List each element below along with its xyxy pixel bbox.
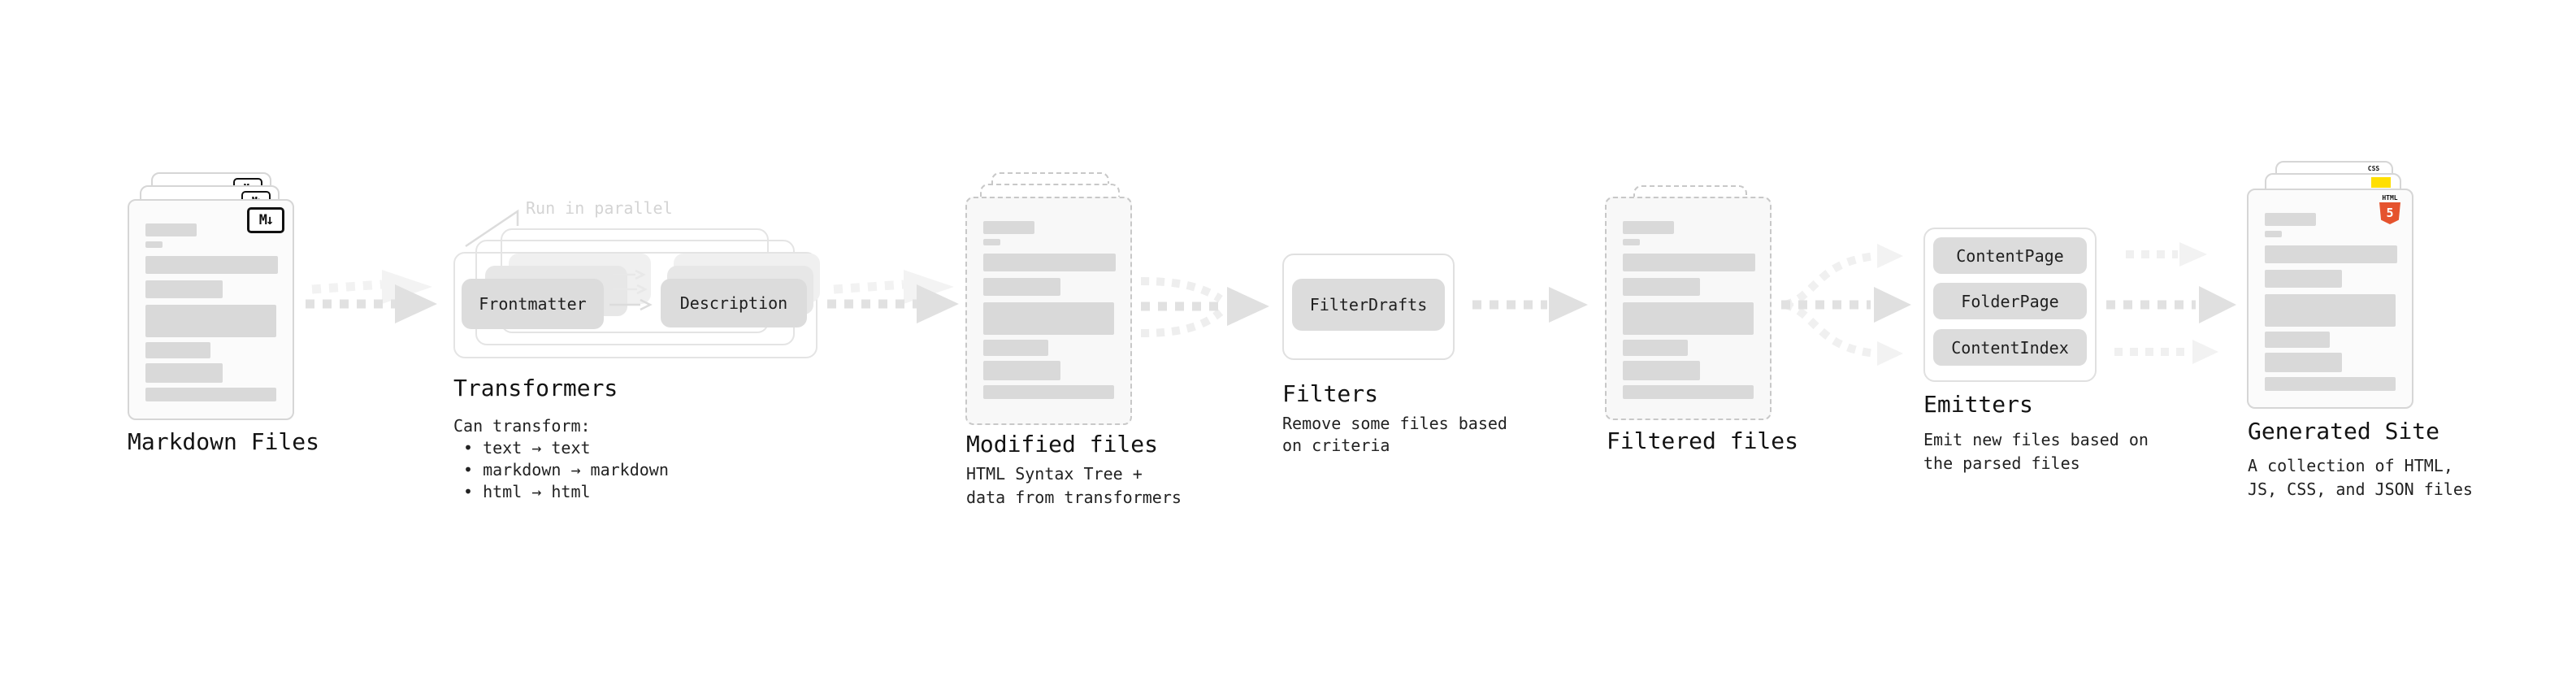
text-line-placeholder [2265,270,2342,288]
arrow-transformers-to-modified [827,270,959,323]
javascript-icon [2371,177,2391,188]
transformers-note: • markdown → markdown [463,460,669,479]
file-card [1605,197,1772,420]
section-subtitle: data from transformers [966,488,1182,507]
section-subtitle: the parsed files [1923,453,2080,473]
text-line-placeholder [1623,302,1754,335]
section-title: Modified files [966,431,1159,458]
transformer-description-chip: Description [661,279,807,327]
text-line-placeholder [1623,278,1700,296]
run-in-parallel-label: Run in parallel [526,198,673,218]
text-line-placeholder [145,305,276,337]
markdown-icon: M↓ [247,207,284,233]
text-line-placeholder [983,278,1060,296]
transformers-note: • text → text [463,438,591,458]
bullet-glyph: • [463,438,474,458]
parallel-run-box-front [453,252,817,358]
arrow-filtered-to-emitters [1781,244,1911,366]
text-line-placeholder [145,223,197,236]
text-line-placeholder [983,221,1034,234]
text-line-placeholder [1623,361,1700,380]
text-line-placeholder [2265,377,2396,391]
text-line-placeholder [1623,385,1754,399]
arrow-modified-to-filters [1140,277,1269,337]
text-line-placeholder [983,385,1114,399]
text-line-placeholder [145,241,163,248]
text-line-placeholder [2265,231,2282,237]
section-subtitle: A collection of HTML, [2248,456,2453,475]
section-subtitle: Remove some files based [1282,414,1507,433]
text-line-placeholder [145,363,223,383]
text-line-placeholder [1623,340,1688,356]
text-line-placeholder [1623,239,1640,245]
emitter-contentindex-chip: ContentIndex [1933,329,2087,366]
text-line-placeholder [983,254,1116,271]
emitter-folderpage-chip: FolderPage [1933,283,2087,319]
text-line-placeholder [2265,353,2342,372]
transformers-note-heading: Can transform: [453,416,591,436]
section-title: Filtered files [1607,427,1799,454]
annotation-leader-line [465,209,519,248]
text-line-placeholder [145,342,210,358]
file-card [965,197,1132,425]
text-line-placeholder [2265,294,2396,327]
section-title: Transformers [453,375,618,401]
bullet-glyph: • [463,482,474,501]
text-line-placeholder [2265,332,2330,348]
section-subtitle: HTML Syntax Tree + [966,464,1143,484]
section-title: Markdown Files [128,428,320,455]
filter-drafts-chip: FilterDrafts [1292,279,1445,331]
text-line-placeholder [145,256,278,274]
file-card: M↓ [128,199,294,420]
text-line-placeholder [983,361,1060,380]
text-line-placeholder [145,280,223,298]
text-line-placeholder [2265,245,2397,263]
file-card: HTML 5 [2247,189,2413,409]
text-line-placeholder [145,388,276,401]
emitter-contentpage-chip: ContentPage [1933,237,2087,274]
text-line-placeholder [983,302,1114,335]
section-subtitle: on criteria [1282,436,1390,455]
parallel-mini-arrows [609,269,653,311]
text-line-placeholder [1623,221,1674,234]
text-line-placeholder [983,239,1000,245]
section-title: Filters [1282,380,1379,407]
section-subtitle: JS, CSS, and JSON files [2248,479,2473,499]
text-line-placeholder [1623,254,1755,271]
section-subtitle: Emit new files based on [1923,430,2149,449]
transformers-note: • html → html [463,482,591,501]
html5-icon: HTML 5 [2378,194,2402,224]
arrow-emitters-to-generated [2106,242,2236,364]
section-title: Generated Site [2248,418,2440,445]
arrow-markdown-to-transformers [306,270,437,323]
text-line-placeholder [983,340,1048,356]
section-title: Emitters [1923,391,2033,418]
transformer-frontmatter-chip: Frontmatter [462,279,604,329]
bullet-glyph: • [463,460,474,479]
text-line-placeholder [2265,213,2316,226]
arrow-filters-to-filtered [1472,287,1588,323]
